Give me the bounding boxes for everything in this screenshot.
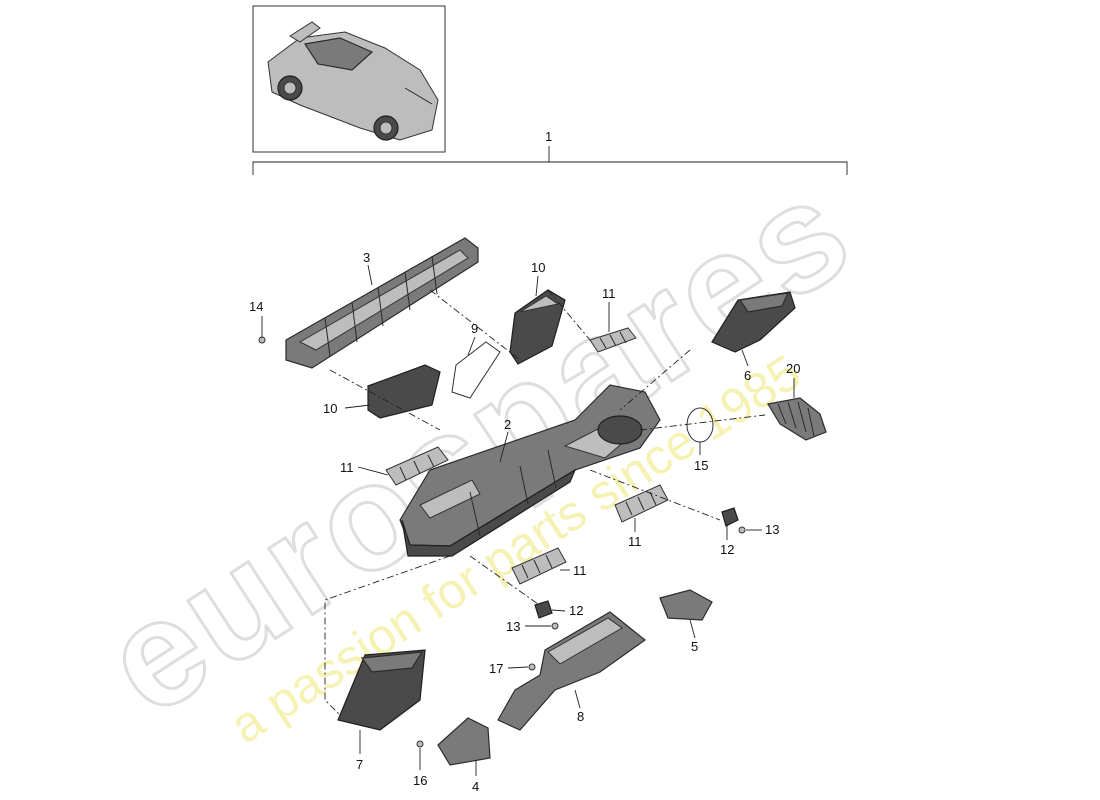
callout-20: 20 (786, 361, 800, 376)
duct-end-piece-upper (659, 589, 713, 621)
callout-11-left: 11 (340, 460, 354, 475)
air-box-housing (399, 384, 661, 557)
callout-10-upper: 10 (531, 260, 545, 275)
callout-13-right: 13 (765, 522, 779, 537)
air-filter-frame (285, 237, 479, 369)
callout-11-right: 11 (628, 534, 642, 549)
callout-8: 8 (577, 709, 584, 724)
watermark: eurospares a passion for parts since 198… (74, 142, 880, 754)
screw-right (738, 526, 746, 534)
air-duct-right (711, 291, 796, 353)
callout-17: 17 (489, 661, 503, 676)
callout-14: 14 (249, 299, 263, 314)
seal-gasket (451, 341, 501, 399)
car-icon (267, 21, 439, 141)
duct-end-piece-lower (437, 717, 491, 766)
intake-duct (497, 611, 646, 731)
callout-10-lower: 10 (323, 401, 337, 416)
callout-11-bottom: 11 (573, 563, 587, 578)
callout-12-right: 12 (720, 542, 734, 557)
callout-4: 4 (472, 779, 479, 794)
callout-9: 9 (471, 321, 478, 336)
callout-15: 15 (694, 458, 708, 473)
callout-16: 16 (413, 773, 427, 788)
callout-1: 1 (545, 129, 552, 144)
screw-16 (416, 740, 424, 748)
leader-lines (261, 264, 795, 776)
assembly-bracket (252, 146, 848, 175)
screw-17 (528, 663, 536, 671)
grille-insert-upper (589, 327, 637, 353)
callout-6: 6 (744, 368, 751, 383)
assembly-lines (324, 289, 766, 716)
callout-3: 3 (363, 250, 370, 265)
grille-insert-bottom (511, 547, 567, 585)
grille-insert-left (385, 446, 449, 486)
callout-2: 2 (504, 417, 511, 432)
filter-element-upper (509, 289, 566, 365)
watermark-brand: eurospares (76, 144, 879, 747)
grommet-right (721, 507, 739, 527)
callout-13-lower: 13 (506, 619, 520, 634)
callouts: 1 3 14 9 10 10 11 11 2 6 20 15 12 13 11 … (249, 129, 800, 794)
grille-insert-right (614, 484, 669, 523)
callout-12-lower: 12 (569, 603, 583, 618)
thumbnail-frame (252, 5, 446, 153)
filter-element-lower (367, 364, 441, 419)
callout-5: 5 (691, 639, 698, 654)
callout-7: 7 (356, 757, 363, 772)
bellows-hose (767, 397, 827, 441)
callout-11-upper: 11 (602, 286, 616, 301)
vehicle-thumbnail (252, 5, 446, 153)
air-duct-lower-left (337, 649, 426, 731)
grommet-lower (534, 600, 553, 619)
screw-lower (551, 622, 559, 630)
